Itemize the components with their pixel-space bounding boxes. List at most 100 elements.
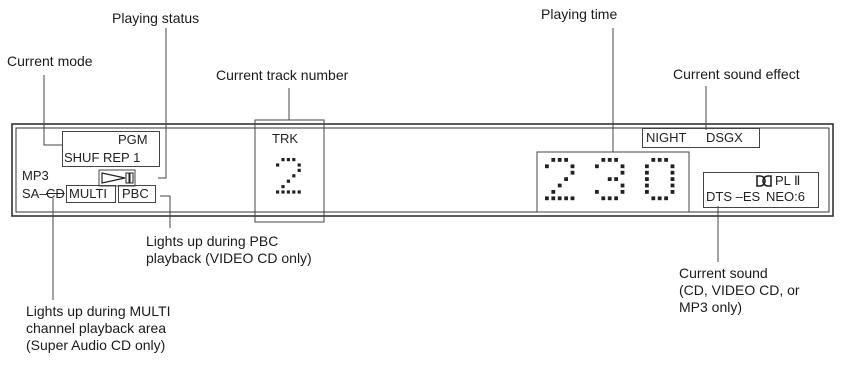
time-digit-1-dot (564, 196, 568, 201)
time-digit-2-dot (620, 170, 625, 175)
time-digit-3-dot (645, 170, 649, 175)
time-digit-3-dot (670, 177, 675, 181)
time-digit-3-dot (664, 158, 668, 162)
dsgx-indicator: DSGX (706, 130, 743, 145)
play-status-box (98, 169, 136, 187)
track-digit-dot (292, 174, 296, 178)
time-digit-3-dot (657, 158, 662, 162)
cd-indicator: CD (46, 186, 65, 201)
time-digit-1-dot (557, 158, 562, 162)
time-digit-2-dot (601, 196, 606, 201)
pl2-indicator: PL Ⅱ (775, 173, 801, 188)
time-digit-3-dot (645, 183, 649, 188)
track-digit-dot (292, 190, 296, 194)
time-digit-2-dot (620, 164, 625, 169)
time-digit-2-dot (614, 158, 618, 162)
track-digit-dot (276, 163, 280, 167)
pbc-box (118, 185, 156, 203)
pause-icon-bar2 (129, 172, 134, 184)
sa-indicator: SA– (22, 186, 47, 201)
pause-icon (125, 172, 130, 184)
time-digit-3-dot (670, 164, 675, 169)
neo6-indicator: NEO:6 (766, 189, 806, 204)
time-digit-2-dot (601, 158, 606, 162)
time-digit-1-dot (551, 158, 556, 162)
play-icon (101, 172, 126, 184)
dts-es-indicator: DTS –ES (706, 189, 761, 204)
track-digit-dot (281, 190, 285, 194)
sound-effect-box (642, 128, 760, 148)
label-playing-time: Playing time (541, 6, 618, 22)
time-digit-3-dot (645, 164, 649, 169)
time-digit-3-dot (651, 196, 656, 201)
time-digit-2-dot (620, 183, 625, 188)
time-digit-3-dot (670, 170, 675, 175)
time-digit-1-dot (564, 177, 568, 181)
time-digit-3-dot (645, 190, 649, 194)
time-digit-1-dot (564, 158, 568, 162)
night-indicator: NIGHT (646, 130, 687, 145)
time-digit-2-dot (595, 164, 599, 169)
time-digit-2-dot (614, 196, 618, 201)
time-digit-3-dot (645, 177, 649, 181)
time-digit-2-dot (620, 190, 625, 194)
mode-box (62, 131, 160, 167)
multi-box (66, 185, 116, 203)
time-digit-1-dot (557, 196, 562, 201)
label-playing-status: Playing status (112, 10, 200, 26)
track-number-box (254, 119, 325, 223)
time-digit-1-dot (545, 196, 549, 201)
track-digit-dot (286, 179, 290, 183)
display-panel (11, 123, 834, 217)
time-digit-1-dot (570, 196, 575, 201)
time-digit-2-dot (595, 190, 599, 194)
label-current-sound-effect: Current sound effect (673, 66, 800, 82)
label-current-track-number: Current track number (216, 67, 349, 83)
time-digit-1-dot (551, 190, 556, 194)
time-digit-3-dot (664, 196, 668, 201)
time-digit-2-dot (607, 196, 612, 201)
track-digit-dot (286, 158, 290, 162)
leader-playing-status (158, 28, 167, 179)
time-digit-1-dot (570, 170, 575, 175)
track-digit-dot (297, 168, 301, 172)
leader-current-mode (43, 75, 62, 146)
current-sound-box (703, 172, 819, 208)
time-digit-1-dot (551, 196, 556, 201)
pgm-indicator: PGM (118, 132, 148, 147)
track-digit-dot (292, 158, 296, 162)
track-digit-dot (281, 185, 285, 189)
leader-pbc (160, 195, 171, 228)
trk-indicator: TRK (272, 131, 298, 146)
time-digit-2-dot (614, 177, 618, 181)
label-multi: Lights up during MULTI channel playback … (26, 303, 171, 353)
display-panel-inner (15, 127, 830, 213)
time-digit-1 (545, 158, 575, 201)
dot-matrix-digits (276, 158, 675, 201)
time-digit-2-dot (607, 158, 612, 162)
track-digit-dot (286, 190, 290, 194)
track-digit-dot (297, 190, 301, 194)
playing-time-box (536, 151, 690, 213)
time-digit-1-dot (545, 164, 549, 169)
time-digit-2 (595, 158, 625, 201)
time-digit-3-dot (651, 158, 656, 162)
label-pbc: Lights up during PBC playback (VIDEO CD … (146, 233, 312, 266)
time-digit-2-dot (607, 177, 612, 181)
time-digit-3-dot (670, 183, 675, 188)
time-digit-1-dot (557, 183, 562, 188)
time-digit-3-dot (670, 190, 675, 194)
time-digit-3 (645, 158, 675, 201)
dolby-icon (756, 175, 772, 187)
time-digit-1-dot (570, 164, 575, 169)
shuf-indicator: SHUF (64, 150, 100, 165)
track-digit-dot (276, 190, 280, 194)
track-digit-dot (297, 163, 301, 167)
track-digit (276, 158, 301, 194)
label-current-sound: Current sound (CD, VIDEO CD, or MP3 only… (679, 265, 800, 315)
track-digit-dot (281, 158, 285, 162)
pbc-indicator: PBC (122, 186, 149, 201)
rep1-indicator: REP 1 (103, 150, 141, 165)
mp3-indicator: MP3 (22, 168, 49, 183)
multi-indicator: MULTI (69, 186, 108, 201)
